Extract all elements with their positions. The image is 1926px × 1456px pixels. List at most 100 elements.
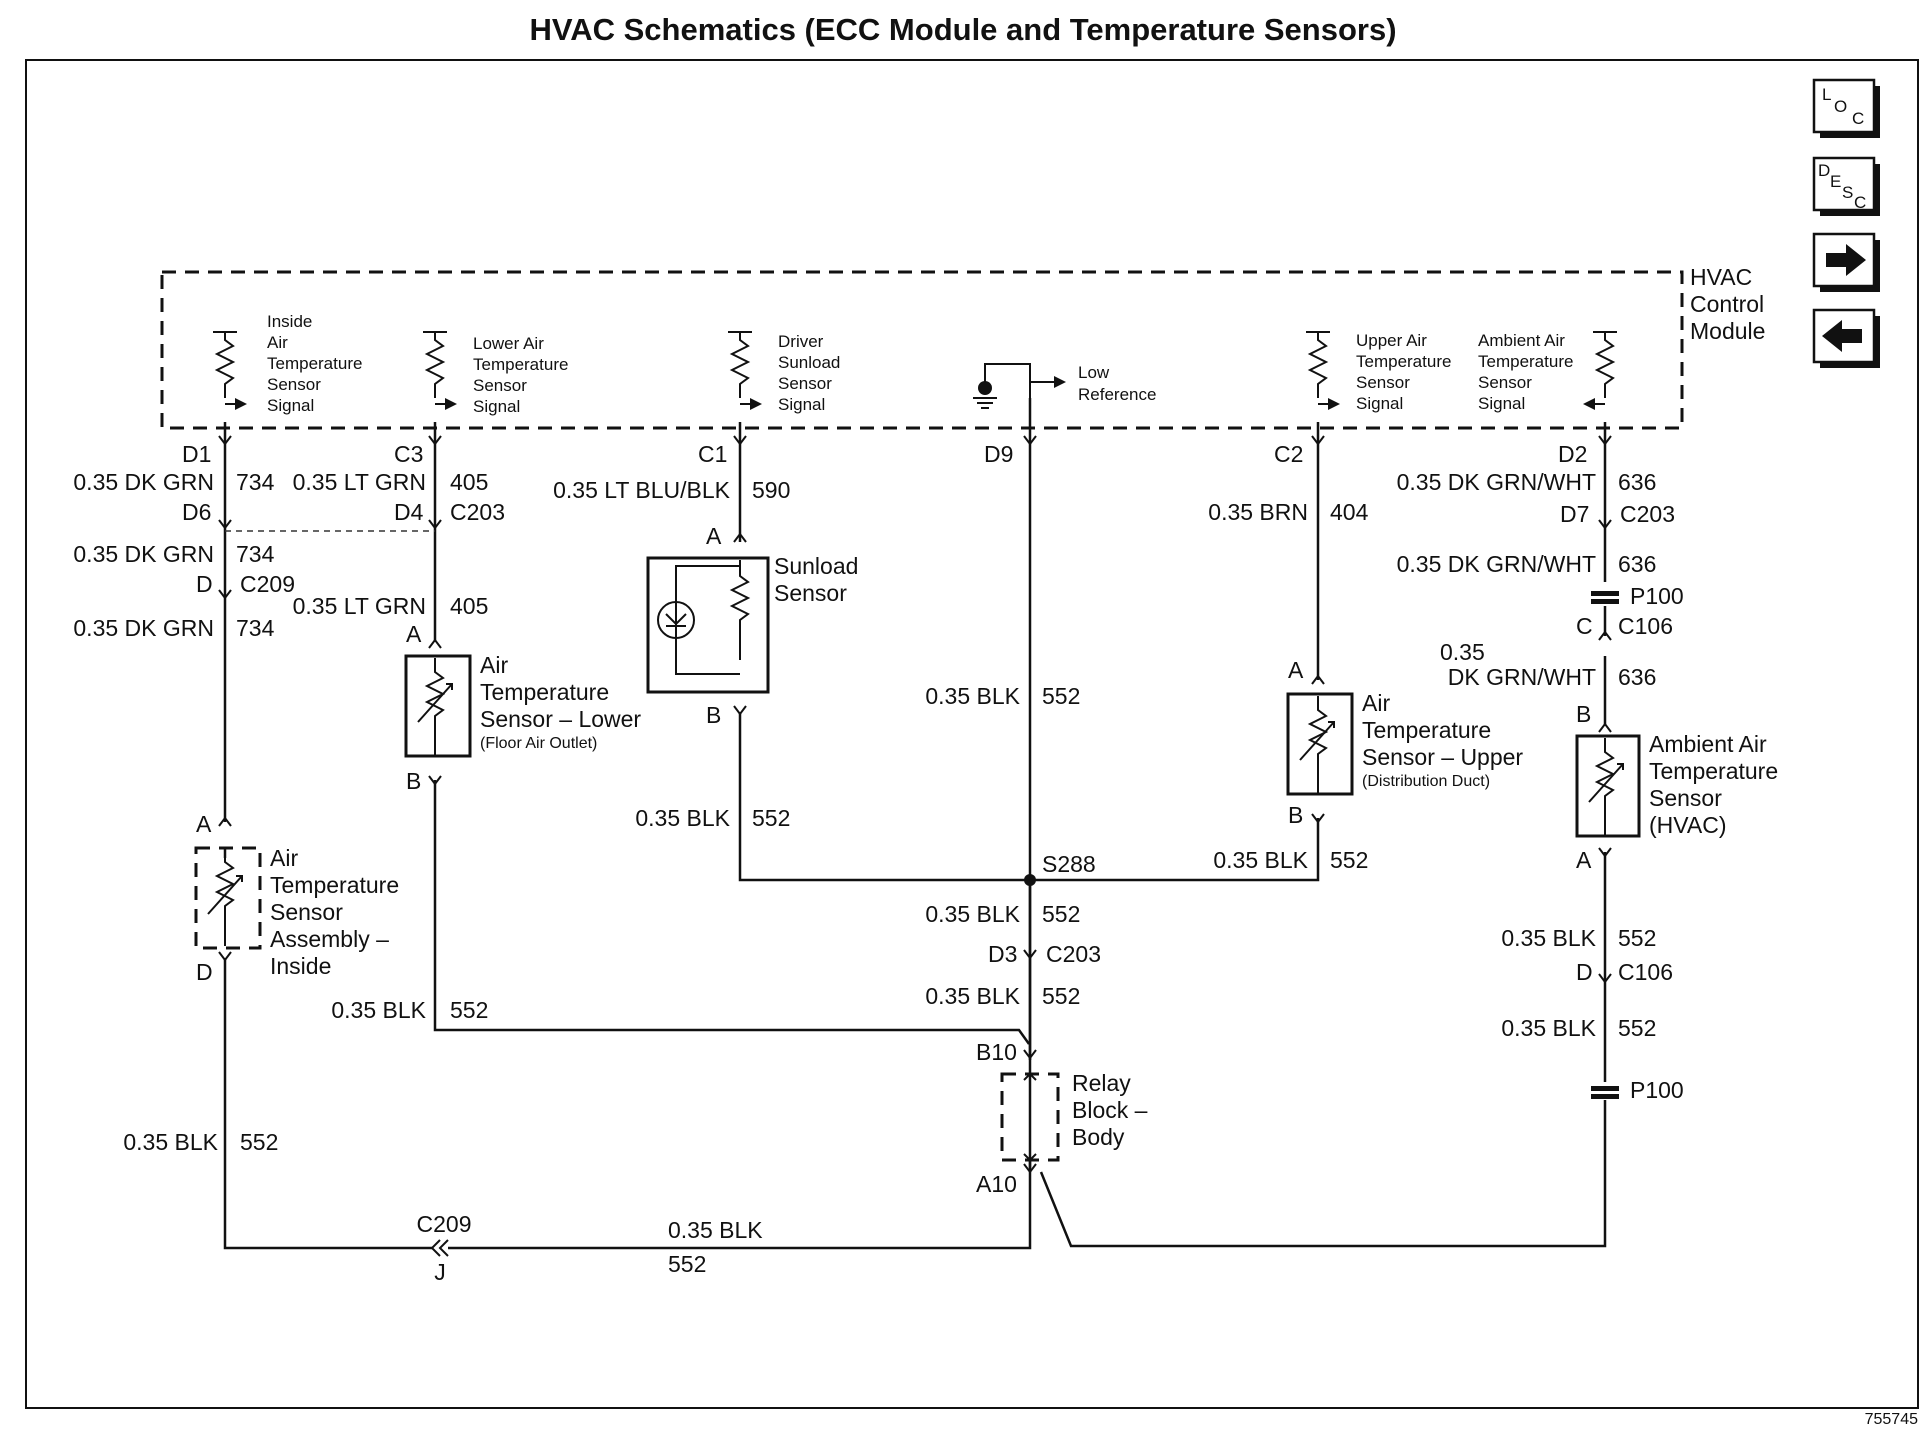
svg-text:Lower Air: Lower Air [473, 334, 544, 353]
svg-text:Upper Air: Upper Air [1356, 331, 1427, 350]
next-button[interactable] [1812, 232, 1880, 292]
svg-text:Signal: Signal [473, 397, 520, 416]
sunload-pin-a: A [706, 523, 722, 549]
svg-text:Sensor: Sensor [473, 376, 527, 395]
svg-text:Temperature: Temperature [1356, 352, 1451, 371]
svg-text:Temperature: Temperature [473, 355, 568, 374]
conn-c-pin: C [1576, 613, 1593, 639]
svg-text:Driver: Driver [778, 332, 824, 351]
loc-icon: L O C [1822, 85, 1864, 128]
svg-text:O: O [1834, 97, 1847, 116]
wire-590-color: 0.35 LT BLU/BLK [553, 477, 731, 503]
wire-636b-color: 0.35 DK GRN/WHT [1397, 551, 1596, 577]
upper-pin-b: B [1288, 802, 1303, 828]
wire-552-amb2-num: 552 [1618, 1015, 1656, 1041]
svg-text:Low: Low [1078, 363, 1110, 382]
svg-text:Module: Module [1690, 318, 1765, 344]
lower-air-temp-sensor [404, 654, 472, 758]
svg-text:Sensor: Sensor [270, 899, 343, 925]
ambient-pin-b: B [1576, 701, 1591, 727]
lower-pin-b: B [406, 768, 421, 794]
svg-text:Assembly –: Assembly – [270, 926, 389, 952]
wire-404-num: 404 [1330, 499, 1369, 525]
relay-block-label: Relay Block – Body [1072, 1070, 1148, 1150]
p100-connector-bottom [1591, 1086, 1619, 1099]
ground-icon [973, 381, 997, 409]
conn-d-c106: D [1576, 959, 1593, 985]
wire-552-amb2-color: 0.35 BLK [1501, 1015, 1596, 1041]
upper-sensor-label: Air Temperature Sensor – Upper (Distribu… [1362, 690, 1523, 790]
conn-c209: C209 [240, 571, 295, 597]
ambient-pin-a: A [1576, 847, 1592, 873]
wire-552-lower-color: 0.35 BLK [331, 997, 426, 1023]
wire-552-sun-num: 552 [752, 805, 790, 831]
conn-d3: D3 [988, 941, 1017, 967]
upper-pin-a: A [1288, 657, 1304, 683]
conn-b10: B10 [976, 1039, 1017, 1065]
svg-text:Temperature: Temperature [1649, 758, 1778, 784]
svg-text:Air: Air [267, 333, 288, 352]
wire-552-inside-num: 552 [240, 1129, 278, 1155]
svg-text:Sensor: Sensor [1356, 373, 1410, 392]
loc-button[interactable]: L O C [1812, 78, 1880, 138]
inside-pin-d: D [196, 959, 213, 985]
conn-c203-2: C203 [1620, 501, 1675, 527]
svg-text:(Distribution Duct): (Distribution Duct) [1362, 773, 1490, 790]
svg-text:Sensor: Sensor [1649, 785, 1722, 811]
wire-405a-color: 0.35 LT GRN [293, 469, 426, 495]
internal-arrows [235, 376, 1595, 410]
ambient-air-temp-sensor [1575, 734, 1641, 838]
wire-552-up-color: 0.35 BLK [1213, 847, 1308, 873]
inside-sensor-label: Air Temperature Sensor Assembly – Inside [270, 845, 399, 979]
svg-text:Sensor: Sensor [1478, 373, 1532, 392]
internal-resistors [213, 331, 1617, 434]
wire-734a-num: 734 [236, 469, 275, 495]
conn-c106-2: C106 [1618, 959, 1673, 985]
circuit-wires [223, 398, 1607, 1250]
splice-dot [1024, 874, 1036, 886]
wire-552-amb1-num: 552 [1618, 925, 1656, 951]
svg-text:C: C [1854, 193, 1866, 212]
wire-552-sun-color: 0.35 BLK [635, 805, 730, 831]
arrow-left-icon [1822, 320, 1862, 352]
wire-405b-num: 405 [450, 593, 488, 619]
svg-text:Ambient Air: Ambient Air [1478, 331, 1565, 350]
hvac-control-module-box [160, 270, 1684, 430]
prev-button[interactable] [1812, 308, 1880, 368]
wire-636a-num: 636 [1618, 469, 1656, 495]
wire-734c-num: 734 [236, 615, 275, 641]
ambient-sensor-label: Ambient Air Temperature Sensor (HVAC) [1649, 731, 1778, 838]
wire-552-up-num: 552 [1330, 847, 1368, 873]
svg-text:E: E [1830, 172, 1841, 191]
conn-d: D [196, 571, 213, 597]
svg-text:Ambient Air: Ambient Air [1649, 731, 1767, 757]
svg-text:Signal: Signal [267, 396, 314, 415]
svg-text:Signal: Signal [778, 395, 825, 414]
conn-c106-1: C106 [1618, 613, 1673, 639]
upper-air-temp-sensor [1286, 692, 1354, 796]
svg-text:(Floor Air Outlet): (Floor Air Outlet) [480, 735, 597, 752]
svg-text:(HVAC): (HVAC) [1649, 812, 1727, 838]
inside-air-temp-sensor [194, 846, 262, 950]
wire-552-center-color: 0.35 BLK [925, 683, 1020, 709]
svg-text:L: L [1822, 85, 1831, 104]
figure-number: 755745 [1865, 1411, 1918, 1428]
wire-552-center-num: 552 [1042, 683, 1080, 709]
desc-button[interactable]: D E S C [1812, 156, 1880, 216]
lower-sensor-label: Air Temperature Sensor – Lower (Floor Ai… [480, 652, 641, 752]
wire-404-color: 0.35 BRN [1208, 499, 1308, 525]
wire-405b-color: 0.35 LT GRN [293, 593, 426, 619]
pin-d2: D2 [1558, 441, 1587, 467]
wire-734b-color: 0.35 DK GRN [73, 541, 214, 567]
svg-text:Signal: Signal [1356, 394, 1403, 413]
conn-p100-1: P100 [1630, 583, 1684, 609]
signal-label-ambient: Ambient Air Temperature Sensor Signal [1478, 331, 1573, 413]
svg-text:Temperature: Temperature [267, 354, 362, 373]
wire-552-c203-color: 0.35 BLK [925, 983, 1020, 1009]
hvac-control-module-label: HVAC Control Module [1690, 264, 1765, 344]
wire-552-s288-color: 0.35 BLK [925, 901, 1020, 927]
svg-text:Relay: Relay [1072, 1070, 1131, 1096]
wire-636b-num: 636 [1618, 551, 1656, 577]
svg-text:Signal: Signal [1478, 394, 1525, 413]
